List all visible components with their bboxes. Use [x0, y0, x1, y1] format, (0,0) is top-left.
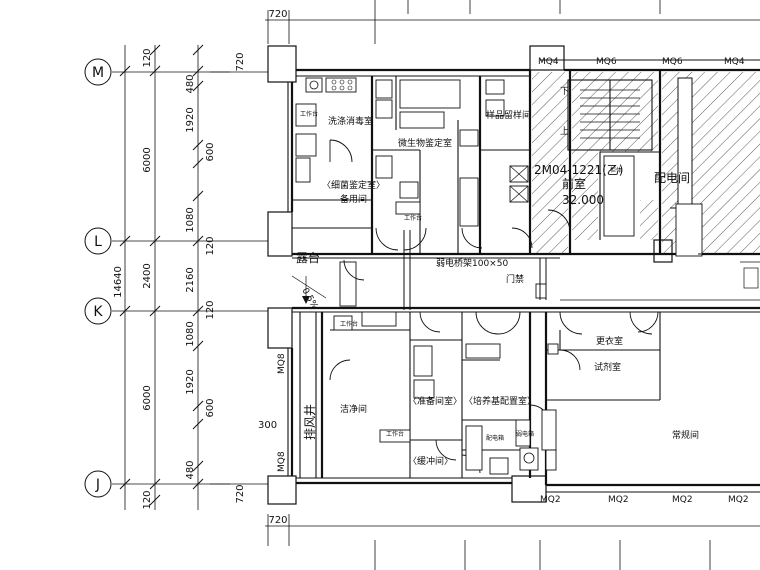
room-elevation: 32.000 [562, 193, 604, 207]
room-distribution: 配电间 [654, 171, 690, 185]
room-regular: 常规间 [672, 429, 699, 441]
window-mq2-1: MQ2 [540, 495, 561, 505]
room-culture-media: 〈培养基配置室〉 [464, 395, 536, 407]
room-changing: 更衣室 [596, 335, 623, 347]
note-bench-1: 工作台 [404, 214, 422, 222]
stair-up: 上 [560, 126, 569, 137]
top-bottom-dims: 720 720 720 720 300 [235, 0, 760, 570]
dim-120-k: 120 [205, 300, 216, 319]
grid-label-j: J [95, 477, 100, 493]
room-buffer: 〈缓冲间〉 [408, 455, 453, 467]
room-labels: 洗涤消毒室 微生物鉴定室 样品留样间 〈细菌鉴定室〉 备用间 2M04-1221… [296, 87, 699, 467]
window-mq4-1: MQ4 [538, 57, 559, 67]
dim-outer-mid: 2400 [142, 263, 153, 288]
dim-120-bottom: 120 [142, 490, 153, 509]
window-mq2-2: MQ2 [608, 495, 629, 505]
note-cabinet: 柜体 [610, 166, 622, 174]
window-tags: MQ4 MQ6 MQ6 MQ4 MQ2 MQ2 MQ2 MQ2 MQ8 MQ8 [277, 57, 749, 505]
room-access-control: 门禁 [506, 273, 524, 285]
dim-720-top: 720 [268, 9, 287, 20]
dim-480-bottom: 480 [185, 460, 196, 479]
room-bacteria-id: 〈细菌鉴定室〉 [322, 179, 385, 191]
dim-1920-bottom: 1920 [185, 369, 196, 394]
dim-1080-top: 1080 [185, 207, 196, 232]
note-bench-3: 工作台 [300, 110, 318, 118]
dim-1920-top: 1920 [185, 107, 196, 132]
room-cable-tray: 弱电桥架100×50 [436, 257, 508, 269]
grid-axes: M L K J [84, 58, 280, 498]
window-mq6-1: MQ6 [596, 57, 617, 67]
note-bench-4: 工作台 [340, 320, 358, 328]
window-mq4-2: MQ4 [724, 57, 745, 67]
room-reagent: 试剂室 [594, 361, 621, 373]
note-weak-box: 弱电箱 [516, 430, 534, 438]
dim-120-top: 120 [142, 48, 153, 67]
grid-label-m: M [92, 65, 104, 81]
dim-1080-bottom: 1080 [185, 321, 196, 346]
grid-label-k: K [93, 304, 103, 320]
window-mq2-3: MQ2 [672, 495, 693, 505]
grid-label-l: L [94, 234, 102, 250]
room-washing: 洗涤消毒室 [328, 115, 373, 127]
dim-total: 14640 [113, 266, 124, 298]
fixtures [291, 77, 760, 475]
room-sample-keep: 样品留样间 [486, 109, 531, 121]
stair-down: 下 [560, 87, 569, 97]
note-bench-2: 工作台 [386, 430, 404, 438]
room-microbe-id: 微生物鉴定室 [398, 137, 452, 149]
window-mq6-2: MQ6 [662, 57, 683, 67]
left-dimension-chains: 14640 6000 2400 6000 120 120 480 1920 60… [113, 44, 230, 510]
dim-600-bottom: 600 [205, 398, 216, 417]
dim-600-top: 600 [205, 142, 216, 161]
room-door-code: 2M04-1221(乙) [534, 163, 624, 177]
room-spare: 备用间 [340, 193, 367, 205]
dim-2160: 2160 [185, 267, 196, 292]
window-mq8-2: MQ8 [277, 451, 287, 472]
room-terrace: 露台 [296, 250, 320, 265]
dim-300: 300 [258, 420, 277, 431]
dim-outer-b: 6000 [142, 385, 153, 410]
doors [329, 139, 659, 474]
window-mq8-1: MQ8 [277, 353, 287, 374]
dim-720-left-bottom: 720 [235, 484, 246, 503]
window-mq2-4: MQ2 [728, 495, 749, 505]
room-prep: 〈准备间室〉 [408, 395, 462, 407]
small-notes: 工作台 工作台 配电箱 弱电箱 工作台 柜体 工作台 [300, 110, 622, 442]
note-power-box: 配电箱 [486, 434, 504, 442]
dim-720-left-top: 720 [235, 52, 246, 71]
room-exhaust-shaft: 排风井 [303, 404, 317, 440]
dim-720-bottom: 720 [268, 515, 287, 526]
room-anteroom: 前室 [562, 176, 586, 191]
dim-outer-a: 6000 [142, 147, 153, 172]
dim-480-top: 480 [185, 74, 196, 93]
stair-hatch [532, 72, 760, 257]
dim-120-l: 120 [205, 236, 216, 255]
structural-columns [267, 45, 673, 505]
room-clean: 洁净间 [340, 403, 367, 415]
